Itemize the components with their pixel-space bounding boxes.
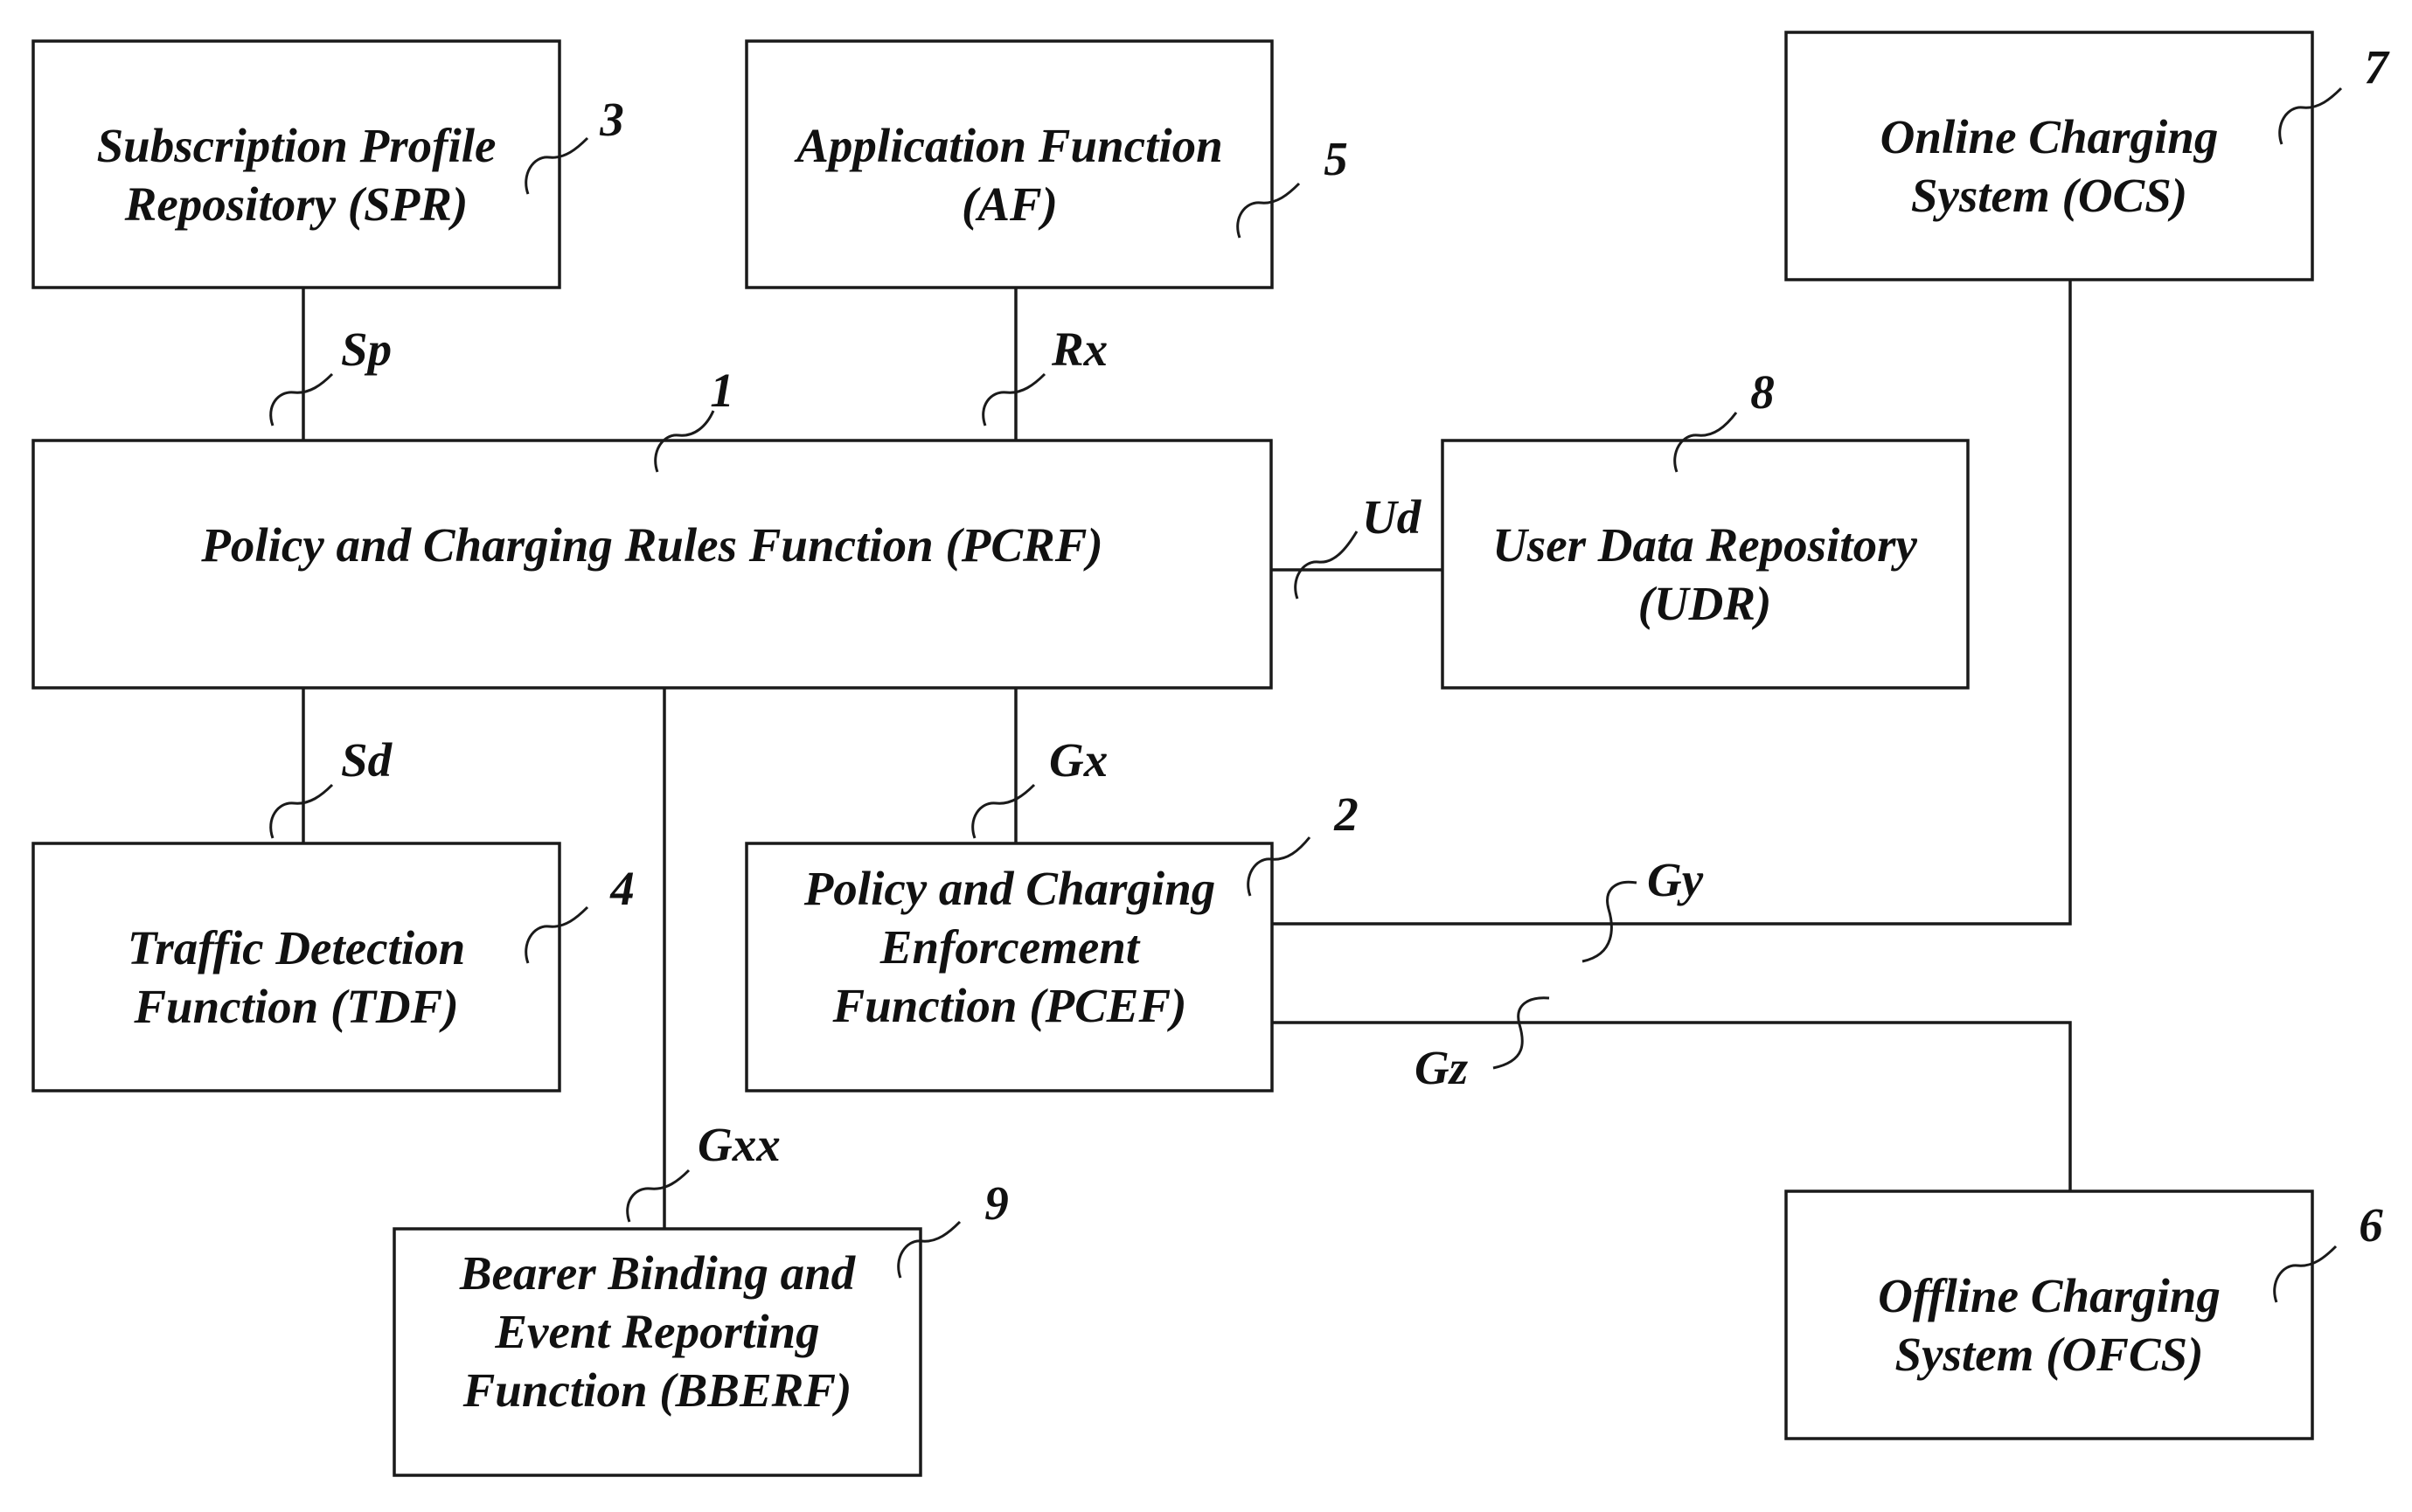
pcrf-label: Policy and Charging Rules Function (PCRF… xyxy=(200,518,1102,572)
iface-leader-gy xyxy=(1582,882,1637,961)
af-label-line2: (AF) xyxy=(962,177,1058,231)
iface-leader-ud xyxy=(1296,531,1357,599)
ref-number-pcef: 2 xyxy=(1333,787,1359,841)
ref-number-pcrf: 1 xyxy=(710,364,734,417)
link-gz xyxy=(1271,1023,2070,1190)
iface-leader-gz xyxy=(1493,998,1549,1068)
udr-label-line1: User Data Repository xyxy=(1492,518,1917,572)
bberf-label-line1: Bearer Binding and xyxy=(459,1246,857,1300)
tdf-label-line1: Traffic Detection xyxy=(128,921,465,974)
ref-number-af: 5 xyxy=(1324,132,1348,185)
iface-leader-gxx xyxy=(628,1170,689,1222)
iface-label-gx: Gx xyxy=(1049,733,1108,787)
ocs-label-line2: System (OCS) xyxy=(1911,169,2187,222)
tdf-label-line2: Function (TDF) xyxy=(133,980,458,1033)
iface-label-gy: Gy xyxy=(1647,853,1704,906)
iface-label-sd: Sd xyxy=(341,733,393,787)
ref-number-bberf: 9 xyxy=(984,1176,1009,1230)
iface-label-sp: Sp xyxy=(341,323,392,376)
pcef-label-line1: Policy and Charging xyxy=(803,862,1216,915)
iface-leader-sd xyxy=(271,785,332,838)
udr-box[interactable]: User Data Repository (UDR) xyxy=(1442,440,1968,688)
iface-label-gz: Gz xyxy=(1415,1041,1469,1094)
spr-label-line1: Subscription Profile xyxy=(97,119,497,172)
pcef-box[interactable]: Policy and Charging Enforcement Function… xyxy=(747,843,1272,1091)
pcrf-box[interactable]: Policy and Charging Rules Function (PCRF… xyxy=(33,440,1271,688)
ofcs-box[interactable]: Offline Charging System (OFCS) xyxy=(1786,1191,2312,1439)
spr-box[interactable]: Subscription Profile Repository (SPR) xyxy=(33,41,560,288)
ref-number-spr: 3 xyxy=(599,93,624,146)
af-box[interactable]: Application Function (AF) xyxy=(747,41,1272,288)
ref-number-ocs: 7 xyxy=(2364,40,2390,94)
tdf-box[interactable]: Traffic Detection Function (TDF) xyxy=(33,843,560,1091)
udr-label-line2: (UDR) xyxy=(1638,577,1772,630)
ofcs-label-line1: Offline Charging xyxy=(1878,1269,2221,1322)
bberf-label-line2: Event Reporting xyxy=(494,1305,819,1358)
pcef-label-line3: Function (PCEF) xyxy=(832,979,1187,1032)
ocs-label-line1: Online Charging xyxy=(1880,110,2219,163)
iface-label-ud: Ud xyxy=(1362,490,1422,544)
iface-leader-gx xyxy=(973,785,1034,838)
ref-number-tdf: 4 xyxy=(609,862,635,915)
ofcs-label-line2: System (OFCS) xyxy=(1895,1328,2204,1381)
ocs-box[interactable]: Online Charging System (OCS) xyxy=(1786,32,2312,280)
iface-label-gxx: Gxx xyxy=(698,1118,781,1171)
pcef-label-line2: Enforcement xyxy=(879,920,1141,974)
iface-label-rx: Rx xyxy=(1051,323,1108,376)
ref-number-ofcs: 6 xyxy=(2359,1198,2383,1252)
bberf-label-line3: Function (BBERF) xyxy=(462,1363,852,1417)
iface-leader-rx xyxy=(984,374,1045,426)
iface-leader-sp xyxy=(271,374,332,426)
bberf-box[interactable]: Bearer Binding and Event Reporting Funct… xyxy=(394,1229,921,1475)
af-label-line1: Application Function xyxy=(794,119,1222,172)
ref-number-udr: 8 xyxy=(1750,365,1775,419)
spr-label-line2: Repository (SPR) xyxy=(124,177,469,231)
